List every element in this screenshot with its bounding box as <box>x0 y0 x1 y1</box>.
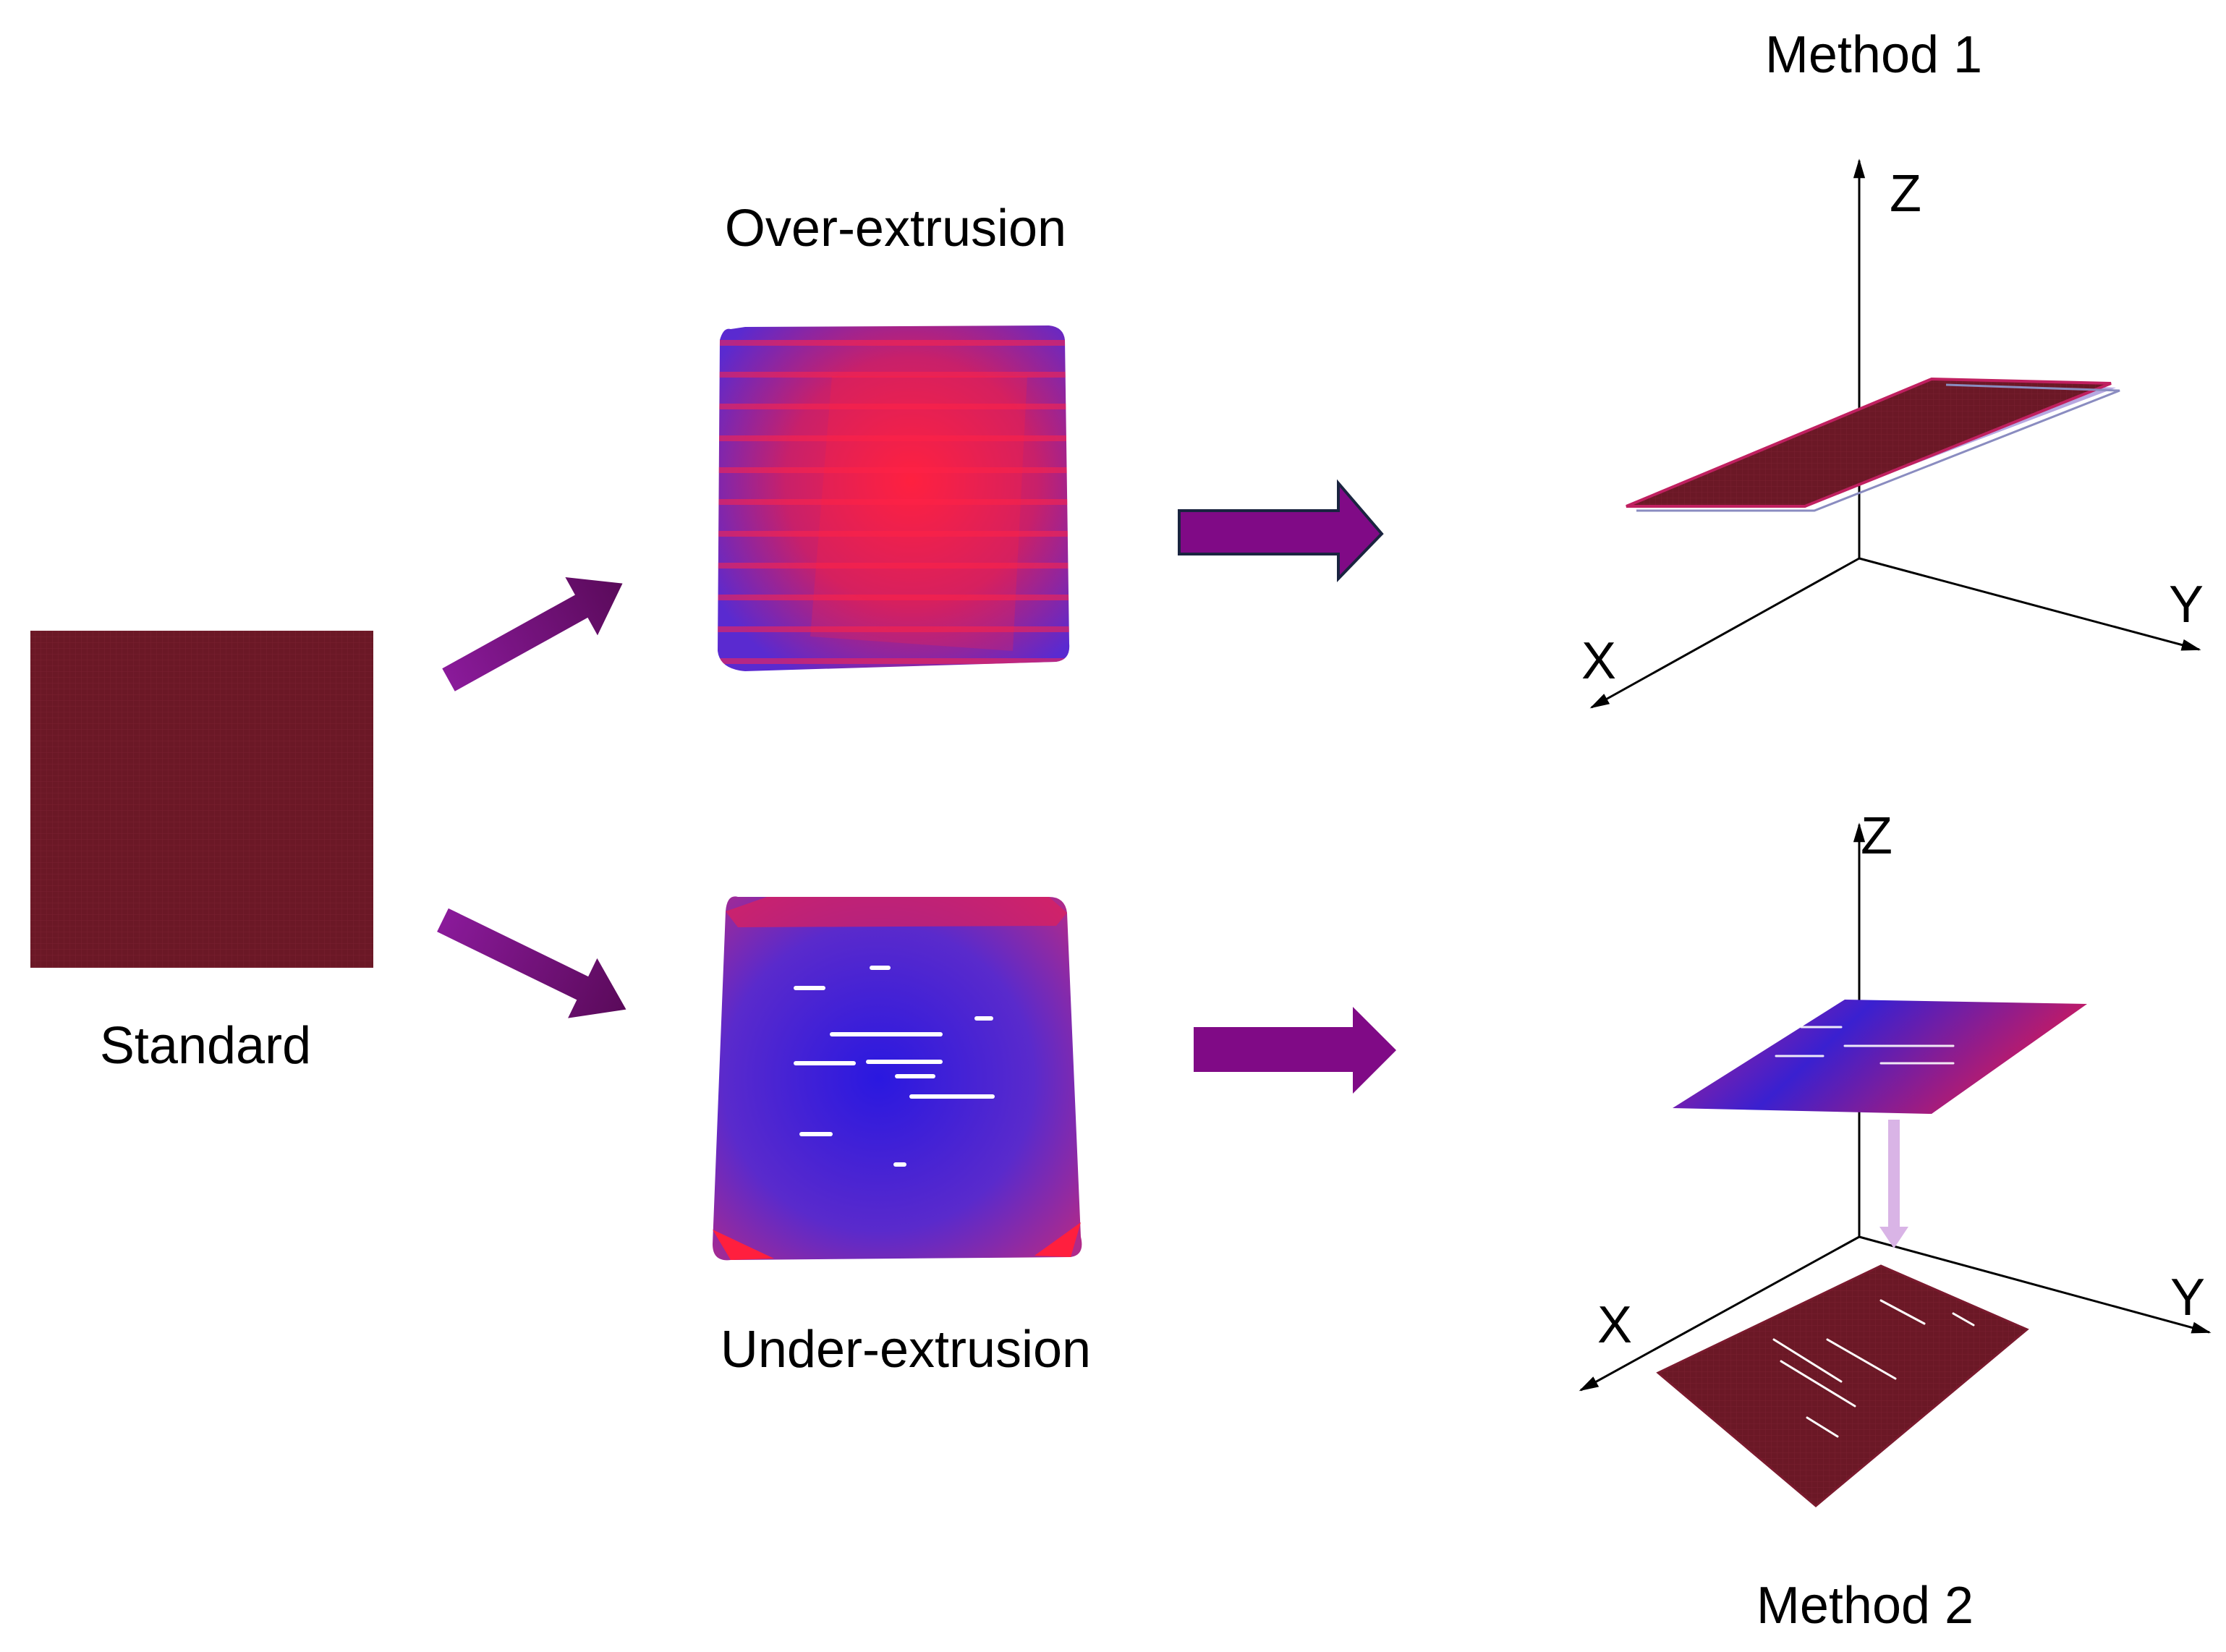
arrow-to-method-2 <box>1194 1007 1396 1094</box>
arrow-to-under-extrusion <box>437 908 626 1018</box>
arrow-to-over-extrusion <box>442 576 623 691</box>
method-1-label: Method 1 <box>1765 26 1982 84</box>
under-extrusion-gaps <box>794 966 995 1167</box>
method-2-surface-gaps <box>1775 1026 1955 1065</box>
method-2-axis-y-label: Y <box>2170 1269 2205 1327</box>
method-2-projected-gaps <box>1772 1299 1975 1438</box>
method-2-surface <box>1673 1000 2087 1114</box>
over-extrusion-label: Over-extrusion <box>725 200 1066 257</box>
method-1-plane <box>1626 377 2120 512</box>
under-extrusion-label: Under-extrusion <box>721 1321 1091 1379</box>
projection-arrow <box>1879 1120 1908 1248</box>
standard-sample <box>30 631 373 968</box>
method-2-label: Method 2 <box>1756 1577 1974 1635</box>
method-1-axis-y-label: Y <box>2169 576 2204 634</box>
method-1-axis-z-label: Z <box>1890 165 1921 223</box>
method-2-projected-plane <box>1656 1264 2029 1507</box>
arrow-to-method-1 <box>1178 479 1384 582</box>
method-1-axis-x-label: X <box>1581 632 1616 690</box>
over-extrusion-sample <box>718 325 1070 671</box>
standard-label: Standard <box>100 1017 311 1075</box>
method-2-axis-x-label: X <box>1597 1296 1632 1354</box>
method-2-axis-z-label: Z <box>1861 807 1892 865</box>
